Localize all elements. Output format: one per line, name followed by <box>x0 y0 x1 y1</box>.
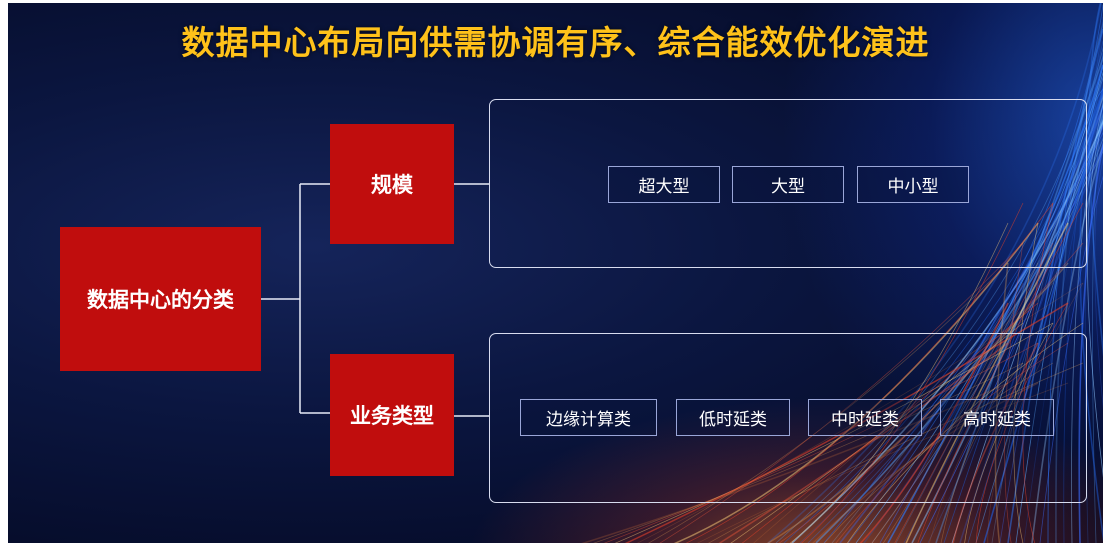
scale-item-tag: 中小型 <box>857 166 969 203</box>
business-type-item-tag: 低时延类 <box>676 399 790 436</box>
background-light-rays <box>581 3 1103 543</box>
business-type-item-tag: 中时延类 <box>808 399 922 436</box>
branch-node-scale: 规模 <box>330 124 454 244</box>
scale-item-tag: 大型 <box>732 166 844 203</box>
scale-item-tag: 超大型 <box>608 166 720 203</box>
root-node: 数据中心的分类 <box>60 227 261 371</box>
branch-node-business-type-label: 业务类型 <box>350 404 434 428</box>
business-type-items-panel <box>489 333 1087 503</box>
slide: 数据中心布局向供需协调有序、综合能效优化演进 数据中心的分类 规模 业务类型 超… <box>8 3 1103 543</box>
branch-node-scale-label: 规模 <box>371 173 413 197</box>
scale-items-panel <box>489 99 1087 268</box>
slide-title: 数据中心布局向供需协调有序、综合能效优化演进 <box>181 23 930 62</box>
tree-connectors <box>261 183 489 417</box>
branch-node-business-type: 业务类型 <box>330 354 454 476</box>
business-type-item-tag: 高时延类 <box>940 399 1054 436</box>
root-node-label: 数据中心的分类 <box>87 288 234 312</box>
business-type-item-tag: 边缘计算类 <box>520 399 657 436</box>
